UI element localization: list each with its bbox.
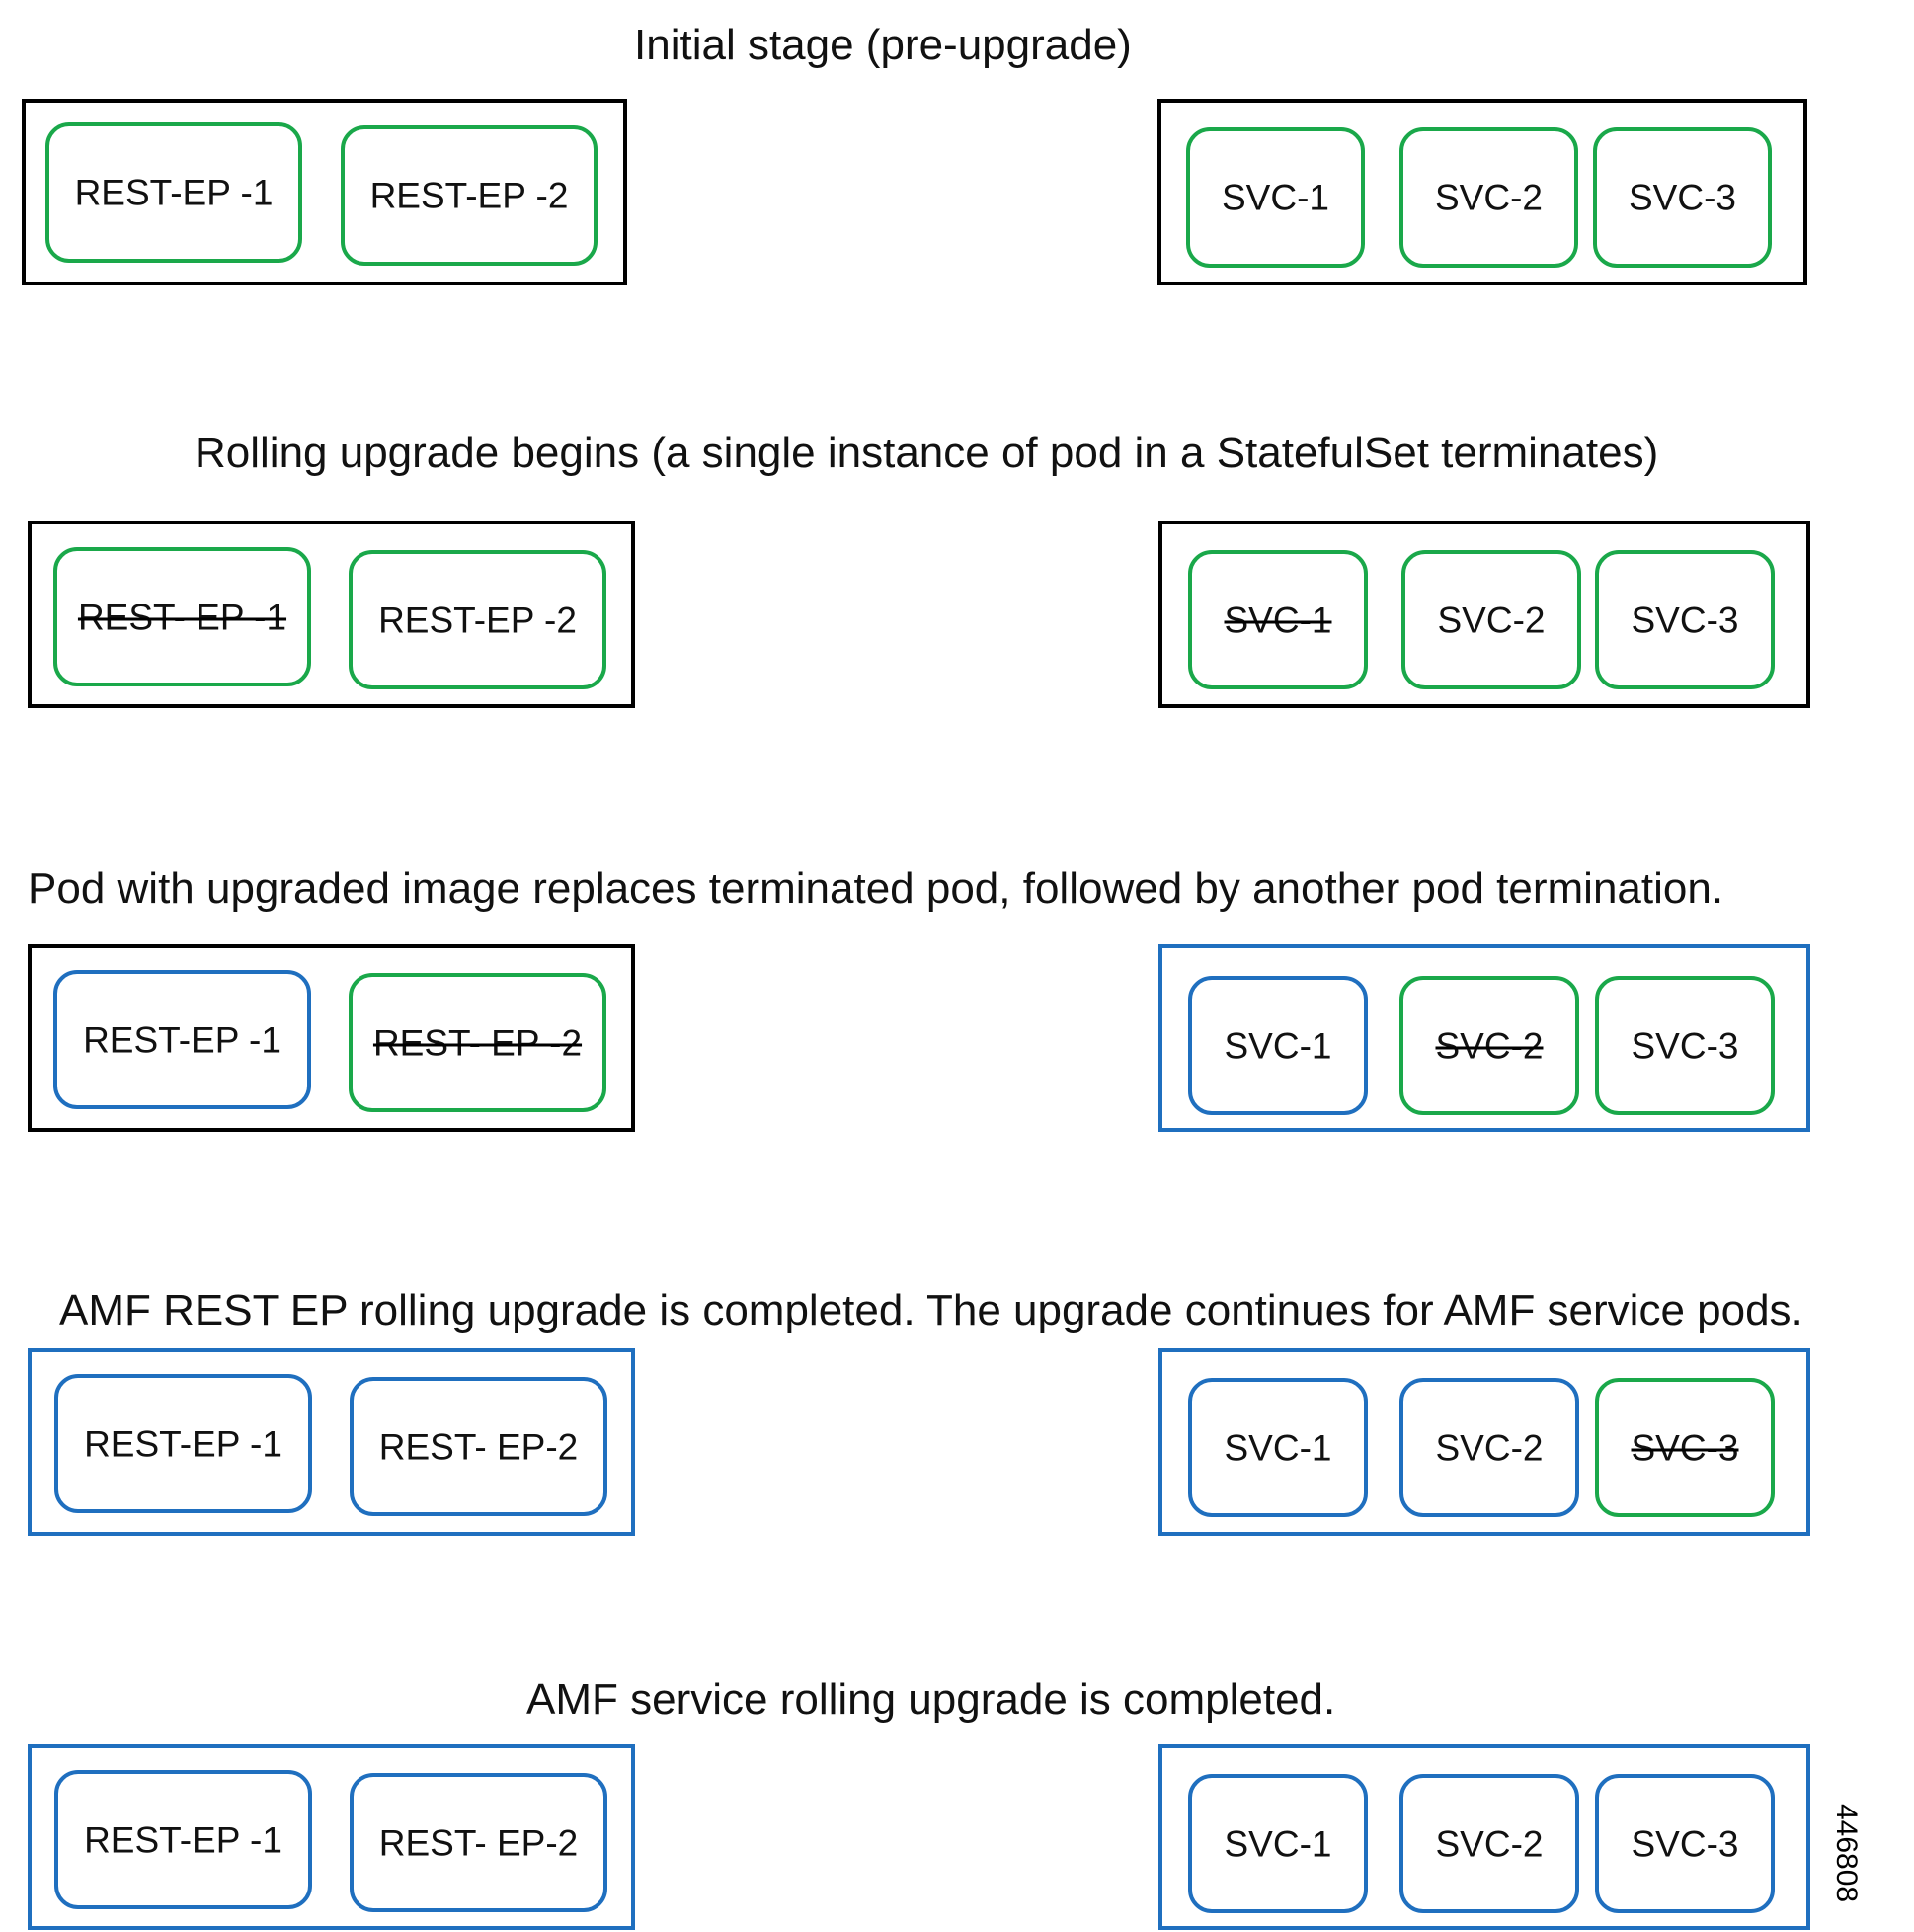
pod-svc-3: SVC-3 — [1595, 1378, 1775, 1517]
pod-svc-2: SVC-2 — [1401, 550, 1581, 689]
pod-label: SVC-2 — [1435, 177, 1543, 218]
pod-label: SVC-3 — [1631, 600, 1739, 640]
figure-id: 446808 — [1830, 1804, 1863, 1903]
pod-label: REST-EP -2 — [369, 175, 569, 216]
pod-label: SVC-1 — [1224, 1823, 1332, 1864]
stage-title-1: Initial stage (pre-upgrade) — [634, 21, 1132, 69]
pod-label-terminated: REST- EP -2 — [372, 1022, 583, 1063]
pod-svc-1: SVC-1 — [1188, 1378, 1368, 1517]
pod-label-terminated: REST- EP -1 — [77, 597, 287, 637]
svc-group-stage-4: SVC-1 SVC-2 SVC-3 — [1158, 1348, 1810, 1536]
pod-rest-ep-2: REST-EP -2 — [341, 125, 598, 266]
pod-svc-3: SVC-3 — [1595, 976, 1775, 1115]
pod-svc-1: SVC-1 — [1188, 550, 1368, 689]
pod-label: SVC-3 — [1631, 1823, 1739, 1864]
pod-svc-2: SVC-2 — [1399, 127, 1578, 268]
pod-label: REST- EP-2 — [378, 1426, 579, 1467]
rest-ep-group-stage-1: REST-EP -1 REST-EP -2 — [22, 99, 627, 285]
pod-label: SVC-2 — [1437, 600, 1546, 640]
pod-rest-ep-1: REST-EP -1 — [53, 970, 311, 1109]
pod-label: SVC-2 — [1435, 1823, 1544, 1864]
pod-label: SVC-3 — [1629, 177, 1736, 218]
pod-svc-2: SVC-2 — [1399, 1774, 1579, 1913]
pod-label: REST- EP-2 — [378, 1822, 579, 1863]
pod-svc-1: SVC-1 — [1186, 127, 1365, 268]
stage-title-4: AMF REST EP rolling upgrade is completed… — [59, 1286, 1803, 1334]
pod-rest-ep-2: REST- EP-2 — [350, 1773, 607, 1912]
svc-group-stage-3: SVC-1 SVC-2 SVC-3 — [1158, 944, 1810, 1132]
stage-title-5: AMF service rolling upgrade is completed… — [526, 1675, 1336, 1724]
pod-label: SVC-1 — [1224, 1427, 1332, 1468]
pod-label: REST-EP -2 — [378, 600, 577, 640]
pod-label: REST-EP -1 — [84, 1423, 282, 1464]
pod-svc-3: SVC-3 — [1593, 127, 1772, 268]
pod-rest-ep-2: REST-EP -2 — [349, 550, 606, 689]
pod-rest-ep-1: REST-EP -1 — [45, 122, 302, 263]
rest-ep-group-stage-4: REST-EP -1 REST- EP-2 — [28, 1348, 635, 1536]
pod-rest-ep-1: REST-EP -1 — [54, 1374, 312, 1513]
pod-label: SVC-3 — [1631, 1025, 1739, 1066]
pod-svc-3: SVC-3 — [1595, 550, 1775, 689]
pod-label: REST-EP -1 — [74, 172, 274, 213]
stage-title-2: Rolling upgrade begins (a single instanc… — [195, 429, 1659, 477]
pod-label-terminated: SVC-1 — [1224, 600, 1332, 640]
rest-ep-group-stage-5: REST-EP -1 REST- EP-2 — [28, 1744, 635, 1930]
pod-label-terminated: SVC-2 — [1435, 1025, 1544, 1066]
pod-label-terminated: SVC-3 — [1631, 1427, 1739, 1468]
rest-ep-group-stage-3: REST-EP -1 REST- EP -2 — [28, 944, 635, 1132]
pod-label: REST-EP -1 — [83, 1019, 281, 1060]
svc-group-stage-2: SVC-1 SVC-2 SVC-3 — [1158, 521, 1810, 708]
svc-group-stage-5: SVC-1 SVC-2 SVC-3 — [1158, 1744, 1810, 1930]
pod-svc-1: SVC-1 — [1188, 1774, 1368, 1913]
stage-title-3: Pod with upgraded image replaces termina… — [28, 864, 1724, 913]
pod-label: SVC-1 — [1224, 1025, 1332, 1066]
pod-svc-2: SVC-2 — [1399, 976, 1579, 1115]
pod-label: SVC-2 — [1435, 1427, 1544, 1468]
pod-svc-2: SVC-2 — [1399, 1378, 1579, 1517]
pod-rest-ep-1: REST- EP -1 — [53, 547, 311, 686]
pod-svc-1: SVC-1 — [1188, 976, 1368, 1115]
pod-rest-ep-1: REST-EP -1 — [54, 1770, 312, 1909]
pod-rest-ep-2: REST- EP-2 — [350, 1377, 607, 1516]
pod-rest-ep-2: REST- EP -2 — [349, 973, 606, 1112]
svc-group-stage-1: SVC-1 SVC-2 SVC-3 — [1157, 99, 1807, 285]
pod-label: SVC-1 — [1222, 177, 1329, 218]
pod-svc-3: SVC-3 — [1595, 1774, 1775, 1913]
rest-ep-group-stage-2: REST- EP -1 REST-EP -2 — [28, 521, 635, 708]
pod-label: REST-EP -1 — [84, 1819, 282, 1860]
